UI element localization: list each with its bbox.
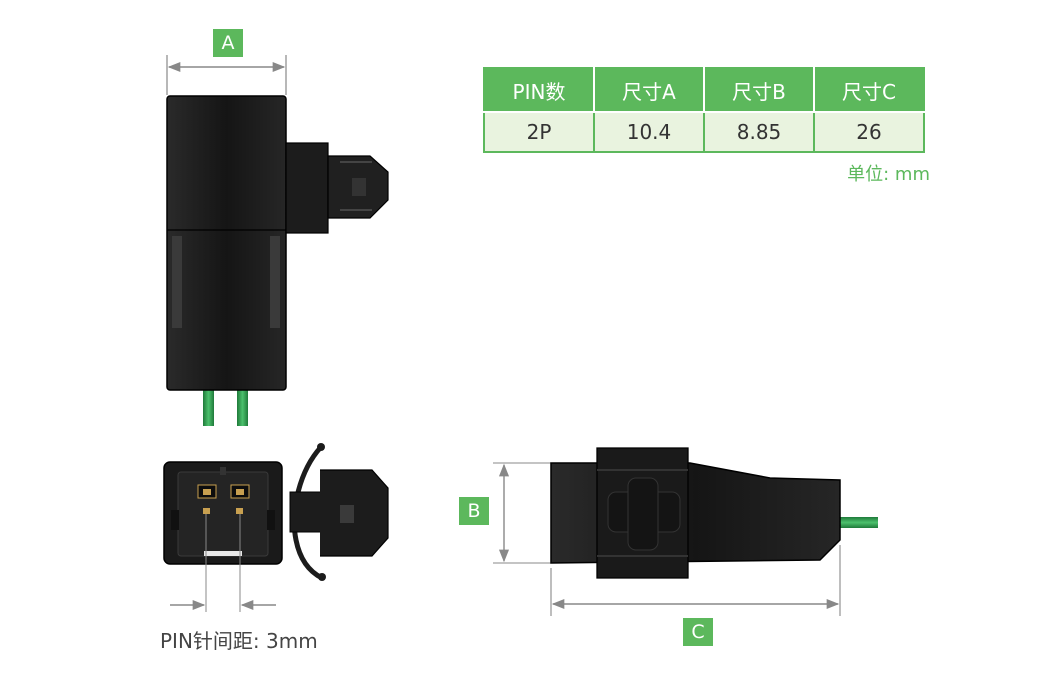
header-size-a: 尺寸A <box>593 67 705 113</box>
latch <box>285 142 329 234</box>
wire <box>203 388 214 426</box>
table-header-row: PIN数 尺寸A 尺寸B 尺寸C <box>483 67 925 113</box>
side-view <box>493 447 878 616</box>
table-row: 2P 10.4 8.85 26 <box>483 111 925 153</box>
top-view <box>166 55 389 426</box>
pin-pitch-label: PIN针间距: 3mm <box>160 629 318 653</box>
header-pin-count: PIN数 <box>483 67 595 113</box>
dimension-c-label: C <box>683 618 713 646</box>
wire <box>237 388 248 426</box>
wire <box>840 517 878 528</box>
front-view <box>163 443 389 612</box>
cell-size-b: 8.85 <box>703 111 815 153</box>
cell-size-a: 10.4 <box>593 111 705 153</box>
cell-size-c: 26 <box>813 111 925 153</box>
dimension-a-label: A <box>213 29 243 57</box>
header-size-b: 尺寸B <box>703 67 815 113</box>
side-body <box>550 462 841 564</box>
header-size-c: 尺寸C <box>813 67 925 113</box>
dimension-b-label: B <box>459 497 489 525</box>
connector-body <box>166 95 287 391</box>
unit-note: 单位: mm <box>847 164 930 185</box>
spec-table: PIN数 尺寸A 尺寸B 尺寸C 2P 10.4 8.85 26 <box>483 67 925 153</box>
cell-pin-count: 2P <box>483 111 595 153</box>
